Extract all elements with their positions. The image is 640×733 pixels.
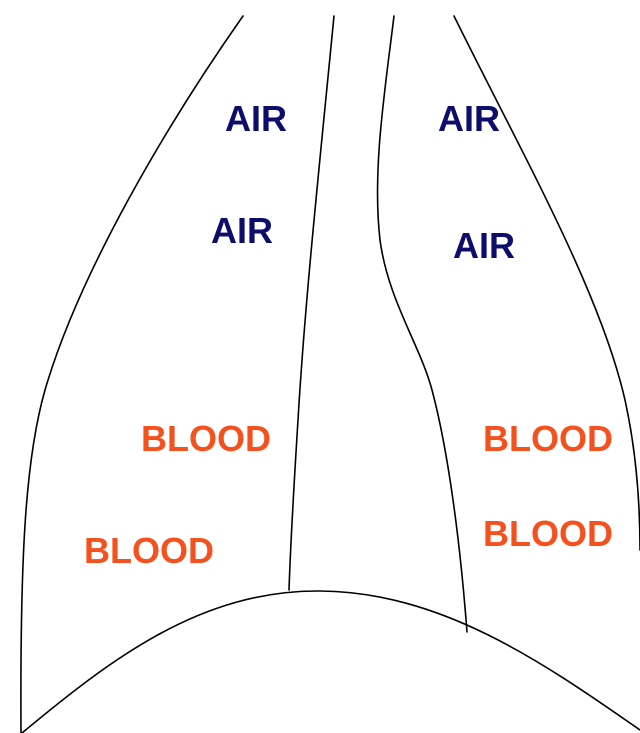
blood-label-right-upper: BLOOD [483,421,613,457]
blood-label-left-lower: BLOOD [84,533,214,569]
left-lung-outer-border [21,16,243,733]
diaphragm-curve [22,591,640,733]
air-label-right-lower: AIR [453,228,515,264]
left-lung-inner-border [289,16,334,590]
air-label-left-upper: AIR [225,101,287,137]
blood-label-left-upper: BLOOD [141,421,271,457]
blood-label-right-lower: BLOOD [483,516,613,552]
right-lung-outer-border [454,16,640,550]
air-label-left-lower: AIR [211,213,273,249]
air-label-right-upper: AIR [438,101,500,137]
